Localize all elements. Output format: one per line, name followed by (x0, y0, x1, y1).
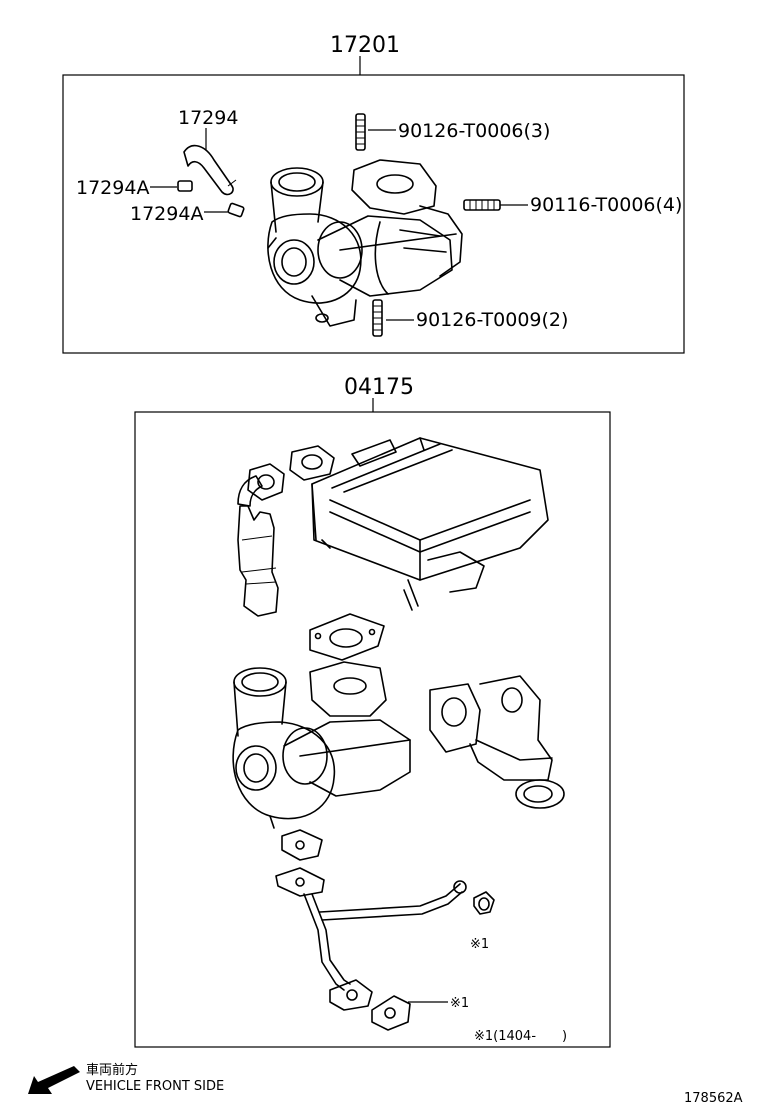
intake-hose (237, 475, 279, 617)
exhaust-elbow (429, 675, 553, 781)
stud-90116-T0006 (463, 199, 501, 211)
callout-90116-T0006: 90116-T0006(4) (530, 194, 682, 216)
group-frame-04175 (134, 411, 611, 1048)
hose-17294 (183, 144, 237, 196)
front-side-label-en: VEHICLE FRONT SIDE (86, 1079, 224, 1094)
gasket-intercooler-upper (289, 445, 335, 481)
callout-17294A-lower: 17294A (130, 203, 203, 225)
gasket-ring (515, 779, 565, 809)
gasket-intercooler-lower (247, 463, 285, 501)
clip-17294A-upper (177, 180, 193, 192)
group-number-17201: 17201 (330, 33, 400, 58)
gasket-oil-small (281, 829, 323, 861)
turbocharger-assembly (267, 159, 463, 327)
turbocharger-lower (232, 661, 411, 829)
group-number-04175: 04175 (344, 375, 414, 400)
arrow-down-left-icon (28, 1066, 80, 1094)
callout-90126-T0009: 90126-T0009(2) (416, 309, 568, 331)
stud-90126-T0009 (372, 299, 383, 337)
note-mark-gasket: ※1 (450, 996, 469, 1011)
footnote: ※1(1404- ) (474, 1029, 567, 1044)
callout-17294: 17294 (178, 107, 238, 129)
stud-90126-T0006 (355, 113, 366, 151)
callout-90126-T0006: 90126-T0006(3) (398, 120, 550, 142)
front-side-label-jp: 車両前方 (86, 1062, 138, 1078)
gasket-oil-pipe (371, 995, 411, 1031)
callout-17294A-upper: 17294A (76, 177, 149, 199)
gasket-turbine-flange (309, 613, 385, 661)
oil-pipe (275, 867, 467, 1011)
union-bolt (473, 891, 495, 915)
group-frame-17201 (62, 74, 685, 354)
intercooler (311, 437, 549, 611)
note-mark-union-bolt: ※1 (470, 937, 489, 952)
clip-17294A-lower (227, 202, 245, 218)
figure-id: 178562A (684, 1091, 743, 1106)
